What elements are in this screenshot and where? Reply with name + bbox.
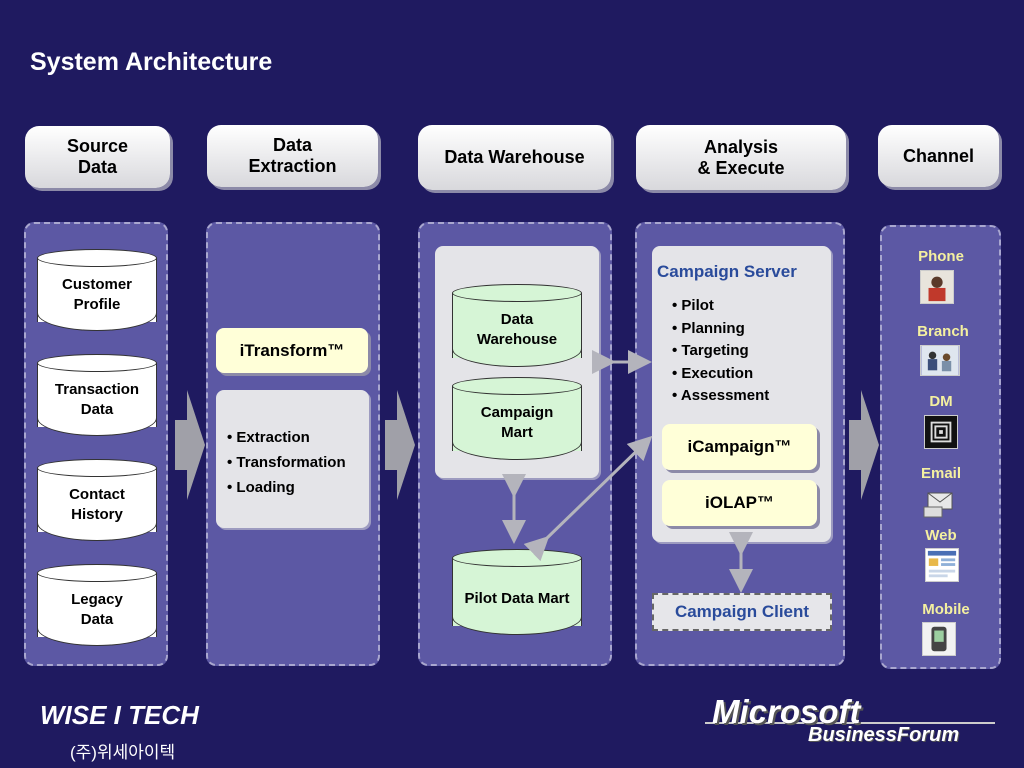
header-source-data: Source Data	[25, 126, 170, 188]
source-label: Customer Profile	[61, 276, 132, 313]
header-channel: Channel	[878, 125, 999, 187]
itransform-box: iTransform™	[216, 328, 368, 373]
microsoft-logo-stripe	[705, 722, 995, 724]
pilot-mart-label: Pilot Data Mart	[464, 590, 570, 607]
channel-label-email: Email	[920, 465, 962, 482]
campaign-client-box: Campaign Client	[652, 593, 832, 631]
microsoft-logo: Microsoft	[712, 693, 861, 730]
iolap-box: iOLAP™	[662, 480, 817, 526]
direct-mail-icon	[924, 415, 958, 449]
source-label: Contact History	[69, 486, 125, 523]
server-function: Execution	[672, 363, 769, 386]
business-forum-logo: BusinessForum	[808, 724, 960, 746]
channel-label-mobile: Mobile	[922, 601, 970, 618]
mobile-device-icon	[922, 622, 956, 656]
flow-arrow-icon	[849, 390, 879, 500]
channel-label-phone: Phone	[918, 248, 964, 265]
cylinder-contact-history: Contact History	[37, 459, 157, 541]
channel-label-dm: DM	[929, 393, 953, 410]
header-data-extraction: Data Extraction	[207, 125, 378, 187]
flow-arrow-icon	[385, 390, 415, 500]
cylinder-pilot-data-mart: Pilot Data Mart	[452, 549, 582, 635]
extraction-step: Loading	[227, 475, 346, 500]
page-title: System Architecture	[30, 48, 273, 76]
campaign-server-title: Campaign Server	[657, 262, 797, 281]
cylinder-customer-profile: Customer Profile	[37, 249, 157, 331]
server-function: Pilot	[672, 295, 769, 318]
flow-arrow-icon	[175, 390, 205, 500]
cylinder-data-warehouse: Data Warehouse	[452, 284, 582, 367]
wise-i-tech-logo: WISE I TECH	[40, 700, 199, 730]
channel-label-branch: Branch	[917, 323, 969, 340]
cylinder-legacy-data: Legacy Data	[37, 564, 157, 646]
extraction-step: Extraction	[227, 425, 346, 450]
channel-label-web: Web	[925, 527, 957, 544]
source-label: Transaction Data	[54, 381, 140, 418]
extraction-step: Transformation	[227, 450, 345, 475]
header-data-warehouse: Data Warehouse	[418, 125, 611, 190]
source-label: Legacy Data	[71, 591, 123, 628]
extraction-steps-list: Extraction Transformation Loading	[227, 425, 346, 500]
branch-office-icon	[920, 345, 960, 376]
header-analysis-execute: Analysis & Execute	[636, 125, 846, 190]
server-function: Assessment	[672, 385, 769, 408]
server-function: Targeting	[672, 340, 769, 363]
dw-label: Data Warehouse	[476, 311, 558, 348]
pilot-icampaign-connector	[523, 435, 653, 562]
server-function: Planning	[672, 318, 769, 341]
cylinder-transaction-data: Transaction Data	[37, 354, 157, 436]
server-functions-list: Pilot Planning Targeting Execution Asses…	[672, 295, 769, 408]
phone-operator-icon	[920, 270, 954, 304]
web-page-icon	[925, 548, 959, 582]
wise-i-tech-korean-name: (주)위세아이텍	[70, 743, 176, 762]
icampaign-box: iCampaign™	[662, 424, 817, 470]
email-icon	[923, 492, 953, 518]
